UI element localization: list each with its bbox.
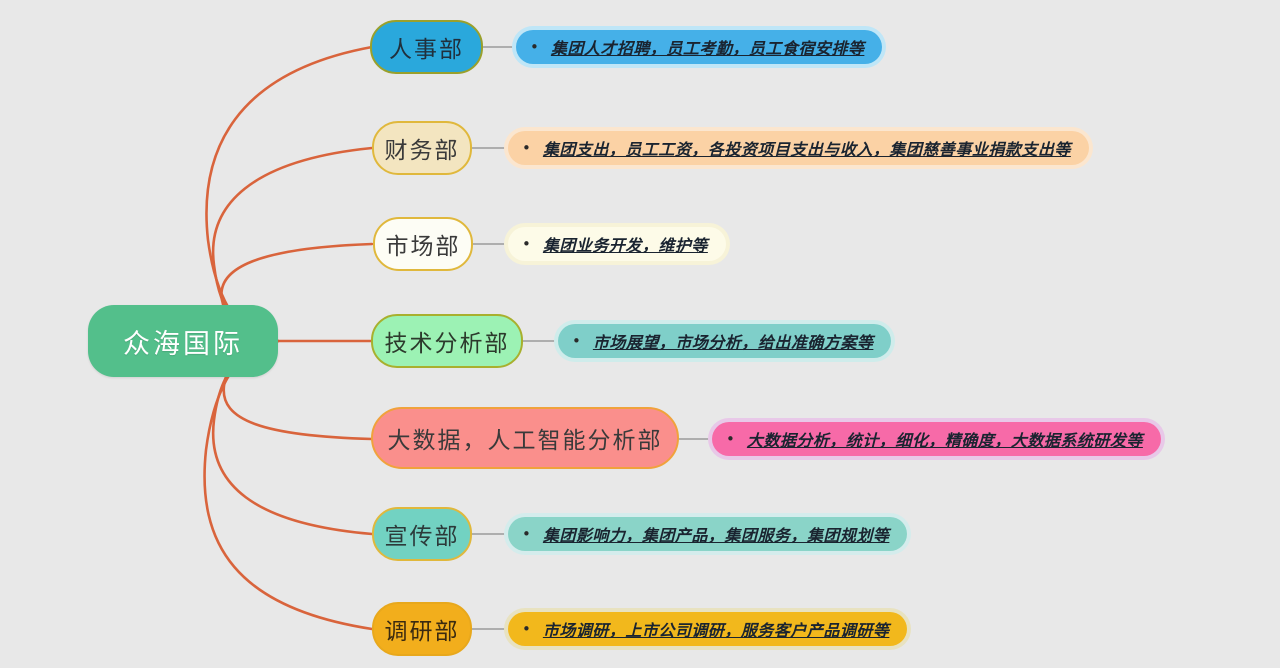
branch-node-0-label: 人事部 — [389, 37, 464, 63]
detail-bullet-6: • — [522, 619, 531, 638]
branch-node-1-label: 财务部 — [384, 138, 460, 164]
detail-pill-2[interactable]: • 集团业务开发，维护等 — [508, 227, 726, 261]
branch-node-1[interactable]: 财务部 — [372, 121, 472, 175]
branch-node-2[interactable]: 市场部 — [373, 217, 473, 271]
detail-pill-6[interactable]: • 市场调研，上市公司调研，服务客户产品调研等 — [508, 612, 908, 646]
detail-text-6: 市场调研，上市公司调研，服务客户产品调研等 — [542, 621, 890, 640]
detail-bullet-3: • — [572, 331, 581, 350]
detail-pill-1[interactable]: • 集团支出，员工工资，各投资项目支出与收入，集团慈善事业捐款支出等 — [508, 131, 1089, 165]
connector-to-branch-6 — [203, 339, 374, 631]
branch-node-5-label: 宣传部 — [384, 524, 460, 550]
detail-text-0: 集团人才招聘，员工考勤，员工食宿安排等 — [550, 39, 865, 58]
detail-bullet-5: • — [522, 524, 531, 543]
connector-to-branch-0 — [205, 45, 374, 343]
branch-node-4-label: 大数据，人工智能分析部 — [387, 428, 663, 454]
branch-node-3-label: 技术分析部 — [384, 331, 510, 357]
branch-node-6[interactable]: 调研部 — [372, 602, 472, 656]
detail-text-4: 大数据分析，统计，细化，精确度，大数据系统研发等 — [746, 431, 1143, 450]
detail-text-1: 集团支出，员工工资，各投资项目支出与收入，集团慈善事业捐款支出等 — [542, 140, 1071, 159]
detail-pill-4[interactable]: • 大数据分析，统计，细化，精确度，大数据系统研发等 — [712, 422, 1161, 456]
detail-pill-5[interactable]: • 集团影响力，集团产品，集团服务，集团规划等 — [508, 517, 908, 551]
detail-text-5: 集团影响力，集团产品，集团服务，集团规划等 — [542, 526, 890, 545]
branch-node-6-label: 调研部 — [384, 619, 460, 645]
branch-node-2-label: 市场部 — [385, 234, 461, 260]
branch-node-4[interactable]: 大数据，人工智能分析部 — [371, 407, 679, 469]
detail-bullet-1: • — [522, 138, 531, 157]
detail-text-3: 市场展望，市场分析，给出准确方案等 — [592, 333, 874, 352]
detail-text-2: 集团业务开发，维护等 — [542, 236, 708, 255]
detail-pill-0[interactable]: • 集团人才招聘，员工考勤，员工食宿安排等 — [516, 30, 883, 64]
branch-node-5[interactable]: 宣传部 — [372, 507, 472, 561]
detail-bullet-0: • — [530, 37, 539, 56]
root-node-label: 众海国际 — [123, 328, 243, 360]
detail-pill-3[interactable]: • 市场展望，市场分析，给出准确方案等 — [558, 324, 892, 358]
root-node[interactable]: 众海国际 — [88, 305, 278, 377]
detail-bullet-4: • — [726, 429, 735, 448]
branch-node-3[interactable]: 技术分析部 — [371, 314, 523, 368]
detail-bullet-2: • — [522, 234, 531, 253]
branch-node-0[interactable]: 人事部 — [370, 20, 483, 74]
